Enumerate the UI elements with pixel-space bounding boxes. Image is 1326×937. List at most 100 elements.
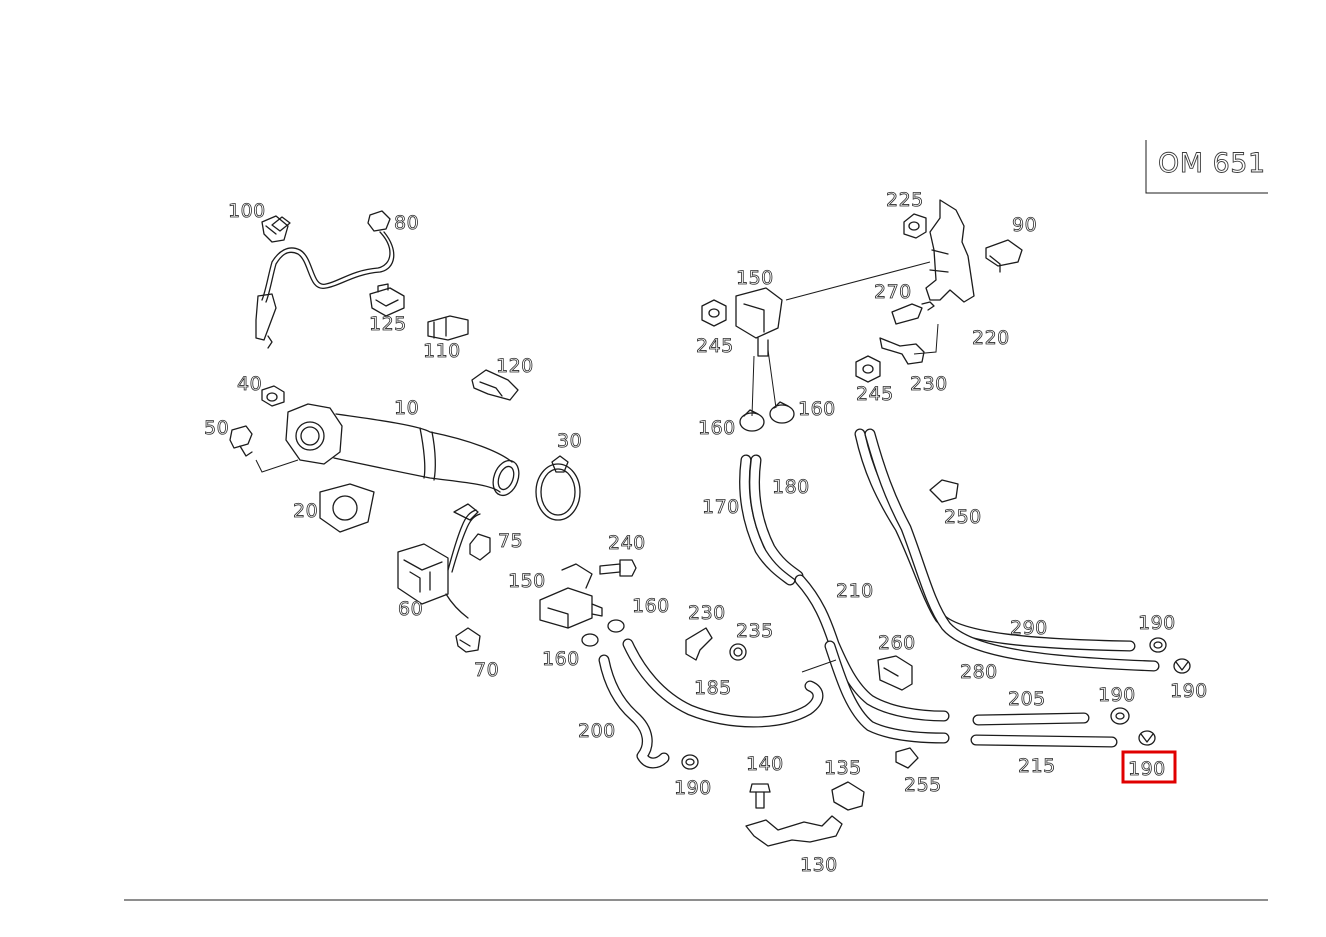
label-125[interactable]: 125 [369, 313, 407, 336]
part-gasket-20[interactable] [319, 483, 375, 533]
label-160-right[interactable]: 160 [798, 398, 836, 421]
label-60[interactable]: 60 [398, 598, 423, 621]
label-205[interactable]: 205 [1008, 688, 1046, 711]
part-clip-255[interactable] [895, 747, 919, 769]
label-130[interactable]: 130 [800, 854, 838, 877]
part-oxygen-sensor-80[interactable] [255, 210, 395, 349]
label-75[interactable]: 75 [498, 530, 523, 553]
label-10[interactable]: 10 [394, 397, 419, 420]
label-255[interactable]: 255 [904, 774, 942, 797]
hose-170[interactable] [739, 454, 796, 586]
label-270[interactable]: 270 [874, 281, 912, 304]
label-290[interactable]: 290 [1010, 617, 1048, 640]
part-clip-110[interactable] [427, 315, 469, 341]
part-holder-260[interactable] [877, 655, 913, 691]
part-bracket-230-lower[interactable] [685, 627, 713, 661]
label-245-upper[interactable]: 245 [696, 335, 734, 358]
part-clip-135[interactable] [831, 781, 865, 811]
label-150-lower[interactable]: 150 [508, 570, 546, 593]
part-bracket-270[interactable] [891, 301, 935, 325]
label-170[interactable]: 170 [702, 496, 740, 519]
part-clamp-160-right[interactable] [769, 401, 795, 424]
part-pressure-sensor-150-lower[interactable] [539, 563, 603, 629]
label-30[interactable]: 30 [557, 430, 582, 453]
label-215[interactable]: 215 [1018, 755, 1056, 778]
part-nut-235[interactable] [729, 643, 747, 661]
label-240[interactable]: 240 [608, 532, 646, 555]
label-110[interactable]: 110 [423, 340, 461, 363]
label-20[interactable]: 20 [293, 500, 318, 523]
label-245-lower[interactable]: 245 [856, 383, 894, 406]
part-nut-245-lower[interactable] [855, 355, 881, 383]
part-hose-clamp-190-c[interactable] [1110, 707, 1130, 725]
part-nut-40[interactable] [261, 385, 285, 407]
part-clamp-30[interactable] [535, 455, 581, 521]
part-clamp-160-left[interactable] [739, 409, 765, 432]
part-exhaust-pipe-10[interactable] [285, 403, 523, 499]
label-235[interactable]: 235 [736, 620, 774, 643]
hose-280[interactable] [864, 428, 1160, 672]
label-280[interactable]: 280 [960, 661, 998, 684]
part-sensor-60[interactable] [397, 503, 481, 619]
label-260[interactable]: 260 [878, 632, 916, 655]
label-140[interactable]: 140 [746, 753, 784, 776]
part-nut-245-upper[interactable] [701, 299, 727, 327]
part-clip-100[interactable] [261, 215, 289, 243]
part-clamp-160-lower-a[interactable] [581, 633, 599, 647]
label-230-upper[interactable]: 230 [910, 373, 948, 396]
part-bracket-130[interactable] [745, 815, 843, 847]
engine-code-box: OM 651 [1145, 140, 1268, 194]
label-50[interactable]: 50 [204, 417, 229, 440]
part-bracket-230-upper[interactable] [879, 337, 925, 365]
hose-290[interactable] [854, 428, 1136, 652]
label-120[interactable]: 120 [496, 355, 534, 378]
label-230-lower[interactable]: 230 [688, 602, 726, 625]
hose-215[interactable] [970, 734, 1118, 748]
hose-200[interactable] [598, 654, 670, 769]
label-225[interactable]: 225 [886, 189, 924, 212]
label-70[interactable]: 70 [474, 659, 499, 682]
label-80[interactable]: 80 [394, 212, 419, 235]
part-clip-75[interactable] [469, 533, 491, 561]
label-160-lower-right[interactable]: 160 [632, 595, 670, 618]
label-160-lower-left[interactable]: 160 [542, 648, 580, 671]
part-hose-clamp-190-d[interactable] [1138, 730, 1156, 746]
hose-205[interactable] [972, 712, 1090, 726]
label-190-d[interactable]: 190 [1128, 758, 1166, 781]
label-160-left[interactable]: 160 [698, 417, 736, 440]
label-250[interactable]: 250 [944, 506, 982, 529]
part-hose-clamp-190-e[interactable] [681, 754, 699, 770]
part-nut-225[interactable] [903, 213, 927, 239]
hose-185[interactable] [622, 638, 837, 728]
part-stud-50[interactable] [229, 425, 299, 473]
part-bolt-140[interactable] [749, 783, 771, 809]
part-pressure-sensor-150-upper[interactable] [735, 261, 931, 417]
part-bolt-240[interactable] [599, 559, 637, 577]
label-100[interactable]: 100 [228, 200, 266, 223]
part-clip-250[interactable] [929, 479, 959, 503]
label-190-e[interactable]: 190 [674, 777, 712, 800]
part-hose-clamp-190-a[interactable] [1149, 637, 1167, 653]
part-clip-70[interactable] [455, 627, 481, 653]
label-185[interactable]: 185 [694, 677, 732, 700]
label-220[interactable]: 220 [972, 327, 1010, 350]
part-clamp-160-lower-b[interactable] [607, 619, 625, 633]
highlighted-part-190[interactable]: 190 [1121, 750, 1177, 784]
label-150-upper[interactable]: 150 [736, 267, 774, 290]
label-190-c[interactable]: 190 [1098, 684, 1136, 707]
label-90[interactable]: 90 [1012, 214, 1037, 237]
hose-210[interactable] [794, 574, 950, 744]
hose-180[interactable] [749, 454, 804, 582]
part-holder-125[interactable] [369, 283, 405, 317]
label-190-a[interactable]: 190 [1138, 612, 1176, 635]
label-40[interactable]: 40 [237, 373, 262, 396]
part-hose-clamp-190-b[interactable] [1173, 658, 1191, 674]
part-clip-90[interactable] [985, 239, 1023, 273]
label-135[interactable]: 135 [824, 757, 862, 780]
part-bracket-220[interactable] [913, 199, 975, 355]
label-210[interactable]: 210 [836, 580, 874, 603]
label-190-b[interactable]: 190 [1170, 680, 1208, 703]
label-180[interactable]: 180 [772, 476, 810, 499]
part-holder-120[interactable] [471, 369, 519, 401]
label-200[interactable]: 200 [578, 720, 616, 743]
